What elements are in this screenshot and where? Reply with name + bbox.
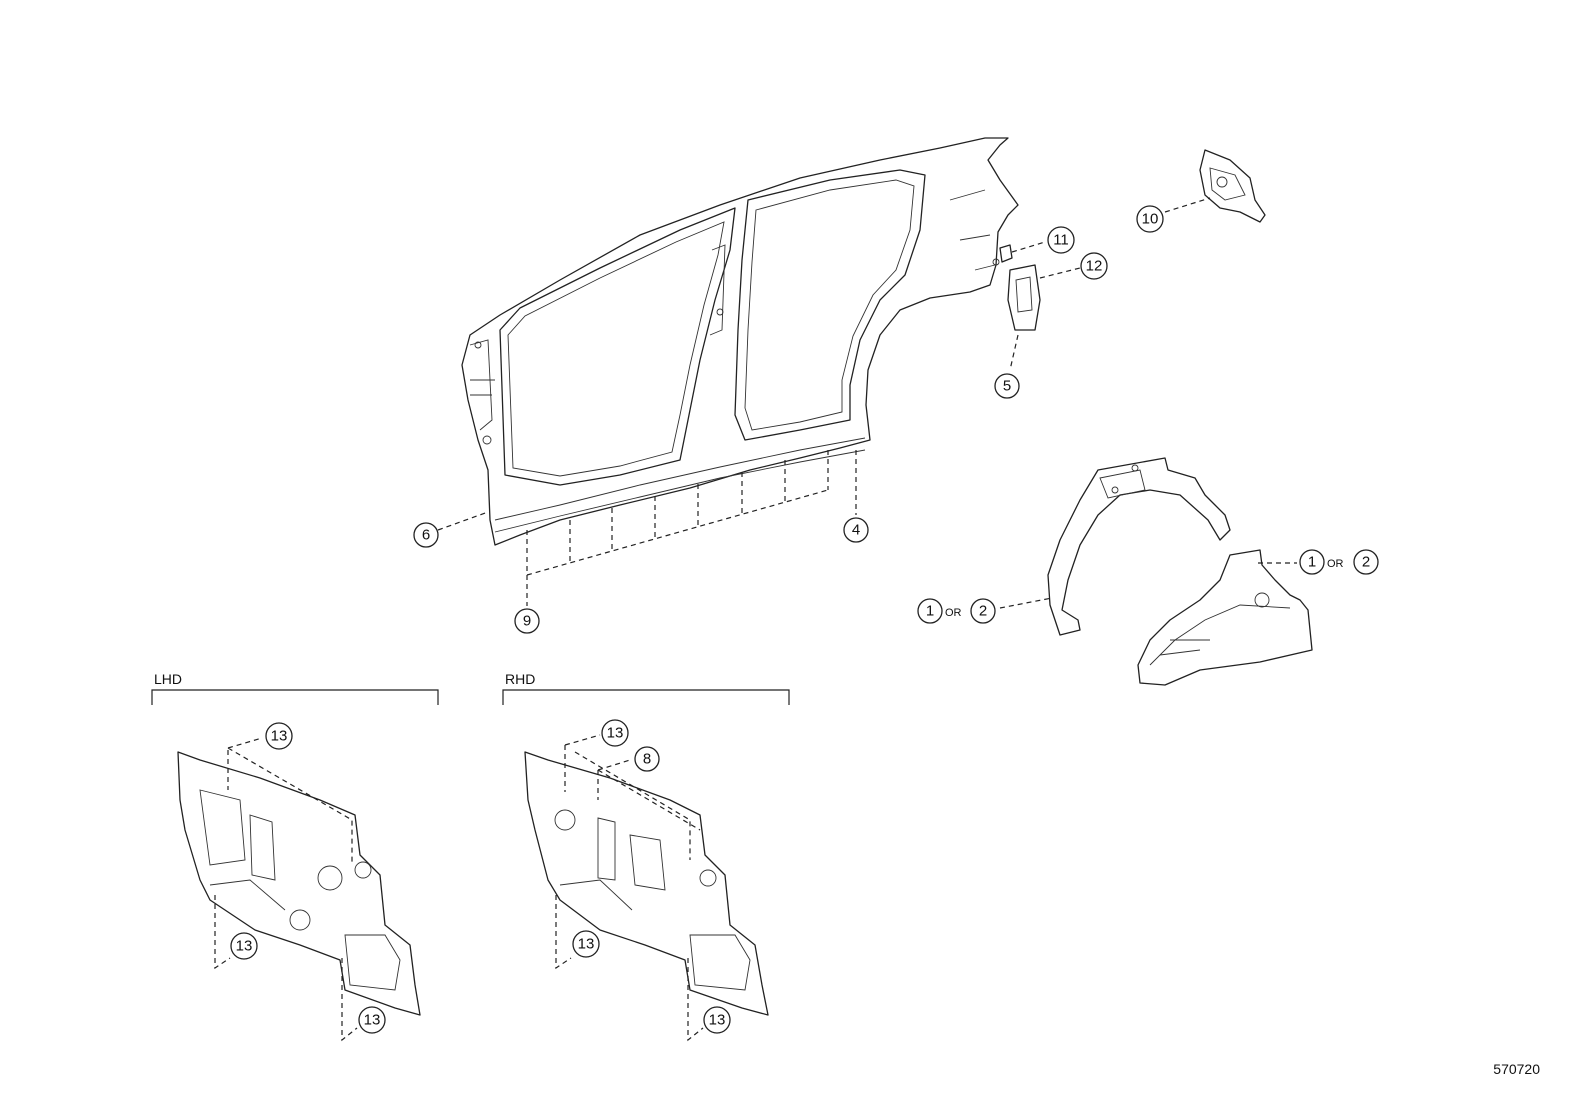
callout-13-lhd-bottom: 13 (358, 1006, 386, 1034)
or-text: OR (1327, 558, 1344, 570)
svg-text:13: 13 (607, 725, 624, 742)
svg-text:13: 13 (271, 728, 288, 745)
callout-13-rhd-left: 13 (572, 930, 600, 958)
rhd-bracket: RHD (502, 671, 790, 705)
callout-9: 9 (514, 608, 540, 634)
svg-text:4: 4 (852, 522, 860, 539)
svg-text:2: 2 (979, 603, 987, 620)
svg-text:13: 13 (236, 938, 253, 955)
svg-text:5: 5 (1003, 378, 1011, 395)
dash-silencer-lhd (177, 751, 421, 1016)
callout-13-lhd-left: 13 (230, 932, 258, 960)
or-text: OR (945, 607, 962, 619)
leader-lines (214, 197, 1297, 1042)
callout-10: 10 (1136, 205, 1164, 233)
callout-1-or-2-right: 1 OR 2 (1299, 549, 1379, 575)
svg-text:11: 11 (1053, 232, 1069, 249)
svg-text:13: 13 (578, 936, 595, 953)
callout-11: 11 (1047, 226, 1075, 254)
callout-1-or-2-left: 1 OR 2 (917, 598, 996, 624)
svg-text:10: 10 (1142, 211, 1159, 228)
dash-silencer-rhd (524, 751, 769, 1016)
svg-text:12: 12 (1086, 258, 1103, 275)
svg-text:9: 9 (523, 613, 531, 630)
lhd-label: LHD (154, 671, 182, 687)
svg-text:13: 13 (364, 1012, 381, 1029)
side-body-panel (461, 137, 1019, 546)
callout-8-rhd: 8 (634, 746, 660, 772)
callout-4: 4 (843, 517, 869, 543)
svg-text:1: 1 (1308, 554, 1316, 571)
callout-13-rhd-bottom: 13 (703, 1006, 731, 1034)
wheel-house-inner (1137, 549, 1313, 686)
wheel-house-outer (1047, 457, 1231, 636)
svg-text:2: 2 (1362, 554, 1370, 571)
svg-text:13: 13 (709, 1012, 726, 1029)
callout-6: 6 (413, 522, 439, 548)
callout-5: 5 (994, 373, 1020, 399)
lhd-bracket: LHD (151, 671, 439, 705)
callout-12: 12 (1080, 252, 1108, 280)
figure-reference: 570720 (1493, 1061, 1540, 1077)
rhd-label: RHD (505, 671, 535, 687)
callout-13-rhd-top: 13 (601, 719, 629, 747)
quarter-bracket (999, 244, 1041, 331)
svg-text:6: 6 (422, 527, 430, 544)
rear-panel-bracket (1199, 149, 1266, 223)
svg-text:1: 1 (926, 603, 934, 620)
callout-13-lhd-top: 13 (265, 722, 293, 750)
svg-text:8: 8 (643, 751, 651, 768)
